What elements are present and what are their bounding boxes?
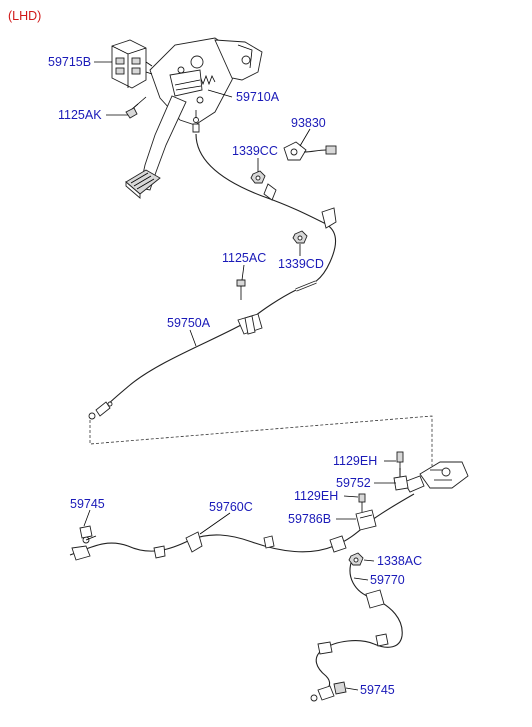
label-1339cd: 1339CD bbox=[278, 257, 324, 271]
rear-cable-right-59770 bbox=[310, 559, 403, 702]
connection-dashed-line bbox=[89, 415, 433, 466]
front-cable-59750a bbox=[88, 133, 337, 420]
nut-1339cd bbox=[292, 230, 308, 244]
label-59752: 59752 bbox=[336, 476, 371, 490]
label-1125ac: 1125AC bbox=[222, 251, 266, 265]
rear-cable-left-59760c bbox=[69, 493, 415, 561]
label-59786b: 59786B bbox=[288, 512, 331, 526]
cable-end-59745-left bbox=[79, 525, 93, 539]
nut-1339cc bbox=[250, 170, 266, 184]
part-labels: 59715B 59710A 1125AK 93830 1339CC 1125AC… bbox=[48, 55, 422, 697]
equalizer-assembly bbox=[396, 451, 469, 493]
label-59710a: 59710A bbox=[236, 90, 280, 104]
label-59745-right: 59745 bbox=[360, 683, 395, 697]
nut-1338ac bbox=[348, 552, 364, 566]
clip-59752 bbox=[393, 475, 409, 491]
label-1339cc: 1339CC bbox=[232, 144, 278, 158]
brake-switch-93830 bbox=[283, 141, 337, 161]
label-59745-left: 59745 bbox=[70, 497, 105, 511]
bolt-1125ak bbox=[125, 96, 147, 119]
leader-lines bbox=[83, 61, 396, 691]
label-93830: 93830 bbox=[291, 116, 326, 130]
label-1129eh-upper: 1129EH bbox=[333, 454, 377, 468]
label-59770: 59770 bbox=[370, 573, 405, 587]
diagram-caption: (LHD) bbox=[8, 9, 41, 23]
bolt-1129eh-lower bbox=[358, 493, 366, 512]
label-1338ac: 1338AC bbox=[377, 554, 422, 568]
bolt-1125ac bbox=[236, 279, 246, 300]
label-1125ak: 1125AK bbox=[58, 108, 102, 122]
parking-brake-pedal-assembly bbox=[125, 37, 263, 199]
bracket-59786b bbox=[355, 509, 377, 531]
label-1129eh-lower: 1129EH bbox=[294, 489, 338, 503]
pedal-cable-end bbox=[192, 110, 200, 133]
label-59760c: 59760C bbox=[209, 500, 253, 514]
label-59715b: 59715B bbox=[48, 55, 91, 69]
pedal-mounting-bracket bbox=[111, 39, 153, 89]
label-59750a: 59750A bbox=[167, 316, 211, 330]
